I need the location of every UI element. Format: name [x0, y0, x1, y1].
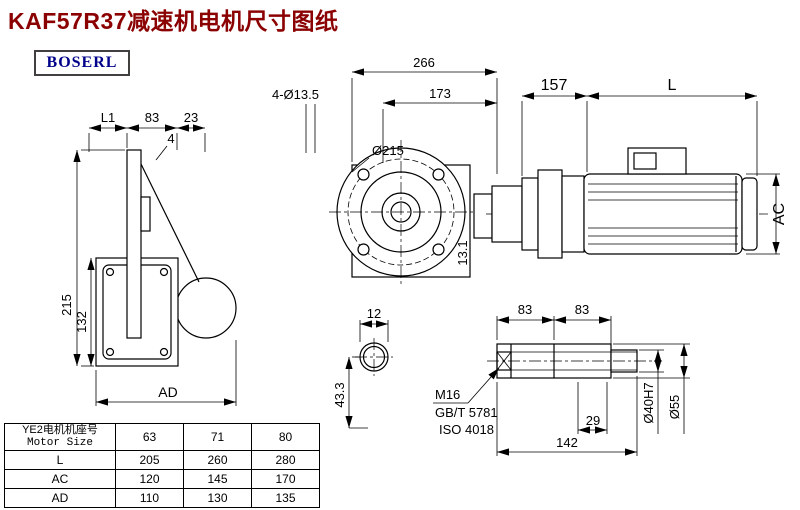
dim-13-1: 13.1: [455, 240, 470, 265]
table-row: AC 120 145 170: [4, 469, 320, 490]
table-cell: 135: [251, 488, 320, 509]
table-cell: 71: [183, 422, 252, 452]
table-cell: 110: [115, 488, 184, 509]
bolt-hole: [357, 243, 370, 256]
table-cell: 120: [115, 469, 184, 490]
table-cell: 260: [183, 450, 252, 471]
table-cell: 205: [115, 450, 184, 471]
row-label: L: [4, 450, 116, 471]
label-standard-iso: ISO 4018: [439, 422, 494, 437]
dim-83-b: 83: [575, 302, 589, 317]
dim-43-3: 43.3: [332, 382, 347, 407]
row-label: AC: [4, 469, 116, 490]
dim-flange-diameter: Ø215: [372, 143, 404, 158]
dim-L1: L1: [101, 110, 115, 125]
left-side-view: L1 83 23 4 215 132 AD: [59, 110, 237, 406]
header-cn: YE2电机机座号: [22, 424, 98, 436]
page-title: KAF57R37减速机电机尺寸图纸: [8, 8, 339, 34]
motor-size-table: YE2电机机座号 Motor Size 63 71 80 L 205 260 2…: [4, 422, 320, 509]
dim-83: 83: [145, 110, 159, 125]
dim-83-a: 83: [518, 302, 532, 317]
dim-width-173: 173: [429, 86, 451, 101]
dim-AD: AD: [158, 384, 177, 400]
flange-plate: [126, 149, 142, 339]
header-en: Motor Size: [26, 437, 93, 450]
dim-height-AC: AC: [771, 203, 788, 225]
dim-od-55: Ø55: [667, 395, 682, 420]
label-thread-M16: M16: [435, 387, 460, 402]
dim-width-157: 157: [541, 77, 568, 94]
table-cell: 170: [251, 469, 320, 490]
table-cell: 130: [183, 488, 252, 509]
bolt-hole: [432, 243, 445, 256]
dim-bore-40H7: Ø40H7: [641, 382, 656, 423]
screw: [105, 267, 115, 277]
dim-height-132: 132: [74, 311, 89, 333]
dim-23: 23: [184, 110, 198, 125]
terminal-box: [627, 147, 687, 175]
table-header-row: YE2电机机座号 Motor Size 63 71 80: [4, 422, 320, 452]
screw: [159, 347, 169, 357]
dim-height-215: 215: [59, 294, 74, 316]
hollow-shaft-detail: 83 83 M16 GB/T 5781 ISO 4018 29 142 Ø40H…: [433, 302, 690, 456]
shaft-end-view: 12 43.3: [332, 306, 393, 429]
dim-142: 142: [556, 435, 578, 450]
dim-12: 12: [367, 306, 381, 321]
dim-length-L: L: [668, 77, 677, 94]
bolt-hole: [357, 168, 370, 181]
dim-bolt-holes: 4-Ø13.5: [272, 87, 319, 102]
row-label: AD: [4, 488, 116, 509]
table-header-cell: YE2电机机座号 Motor Size: [4, 422, 116, 452]
table-row: AD 110 130 135: [4, 488, 320, 509]
dim-width-266: 266: [413, 55, 435, 70]
table-cell: 63: [115, 422, 184, 452]
label-standard-gb: GB/T 5781: [435, 405, 498, 420]
motor-end-outline: [175, 277, 237, 339]
right-side-view: 157 L AC: [486, 77, 788, 259]
motor-body: [583, 173, 743, 255]
fan-cover: [741, 177, 758, 251]
screw: [105, 347, 115, 357]
dim-4: 4: [167, 131, 174, 146]
bolt-hole: [432, 168, 445, 181]
dim-29: 29: [586, 413, 600, 428]
table-cell: 80: [251, 422, 320, 452]
table-row: L 205 260 280: [4, 450, 320, 471]
table-cell: 280: [251, 450, 320, 471]
boserl-logo: BOSERL: [34, 50, 130, 76]
screw: [159, 267, 169, 277]
table-cell: 145: [183, 469, 252, 490]
front-view: 266 173 4-Ø13.5 Ø215 13.1: [272, 55, 498, 284]
